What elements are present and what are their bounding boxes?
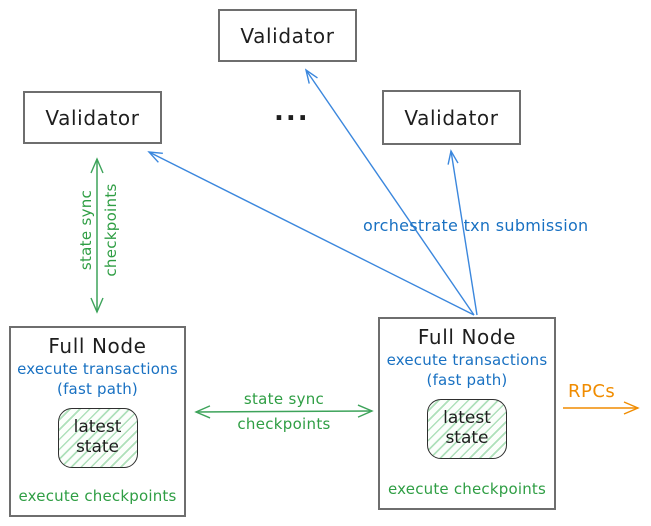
full-node-box-left: Full Node execute transactions (fast pat…: [9, 326, 186, 517]
latest-state-box-left: latest state: [57, 407, 138, 468]
validator-box-top: Validator: [218, 9, 357, 62]
validator-left-label: Validator: [45, 105, 140, 130]
state-sync-horizontal-arrow: [194, 404, 374, 419]
full-node-box-right: Full Node execute transactions (fast pat…: [378, 317, 556, 510]
state-sync-horizontal-label-line2: checkpoints: [237, 415, 331, 433]
validator-right-label: Validator: [404, 105, 499, 130]
orchestrate-arrow-to-top-validator: [304, 68, 475, 316]
execute-transactions-label-left: execute transactions (fast path): [17, 360, 178, 398]
state-sync-vertical-label-line2: checkpoints: [102, 183, 120, 277]
full-node-left-title: Full Node: [48, 334, 147, 358]
orchestrate-arrow-to-right-validator: [447, 149, 478, 316]
rpcs-label: RPCs: [568, 381, 616, 402]
validator-box-right: Validator: [382, 90, 521, 145]
execute-transactions-label-right: execute transactions (fast path): [386, 351, 548, 389]
validators-ellipsis: ...: [274, 97, 310, 127]
latest-state-box-right: latest state: [427, 398, 507, 459]
execute-checkpoints-label-right: execute checkpoints: [387, 480, 547, 498]
execute-checkpoints-label-left: execute checkpoints: [18, 487, 177, 505]
full-node-right-title: Full Node: [417, 325, 517, 349]
orchestrate-txn-submission-label: orchestrate txn submission: [363, 216, 589, 235]
state-sync-horizontal-label-line1: state sync: [243, 390, 325, 408]
validator-box-left: Validator: [23, 91, 162, 144]
validator-top-label: Validator: [240, 23, 335, 48]
orchestrate-arrow-to-left-validator: [147, 151, 475, 316]
state-sync-vertical-label-line1: state sync: [77, 189, 95, 271]
